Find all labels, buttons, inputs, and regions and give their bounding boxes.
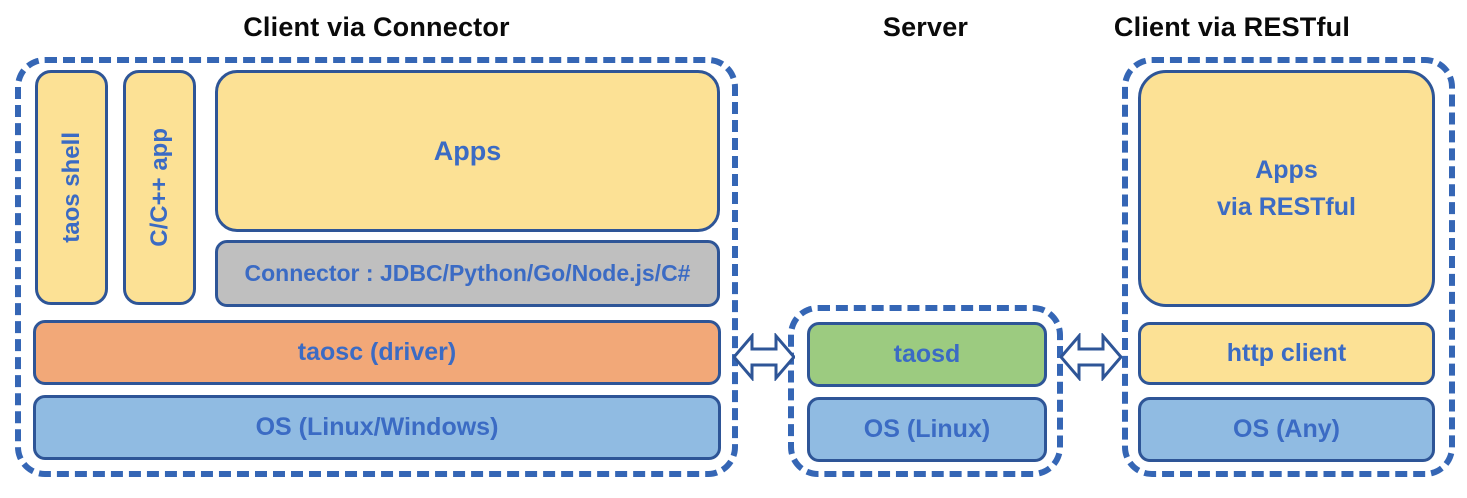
section-title-client-via-restful: Client via RESTful (1113, 11, 1351, 42)
box-cpp-app-label: C/C++ app (145, 128, 173, 247)
box-taos-shell-label: taos shell (57, 132, 85, 243)
box-apps-via-restful: Apps via RESTful (1138, 70, 1435, 307)
box-cpp-app: C/C++ app (123, 70, 196, 305)
section-title-server: Server (882, 11, 969, 42)
double-arrow-icon-client-server (733, 333, 795, 381)
box-os-linux: OS (Linux) (807, 397, 1047, 462)
box-taos-shell: taos shell (35, 70, 108, 305)
section-title-client-via-connector: Client via Connector (243, 11, 510, 42)
box-taosc-driver: taosc (driver) (33, 320, 721, 385)
server-group-border (788, 305, 1063, 477)
box-taosd: taosd (807, 322, 1047, 387)
box-os-any: OS (Any) (1138, 397, 1435, 462)
box-apps: Apps (215, 70, 720, 232)
box-os-linux-windows: OS (Linux/Windows) (33, 395, 721, 460)
box-http-client: http client (1138, 322, 1435, 385)
client-via-restful-group-border (1122, 57, 1455, 477)
double-arrow-icon-server-restful (1060, 333, 1122, 381)
client-via-connector-group-border (15, 57, 738, 477)
box-connector-jdbc-python-go-nodejs-csharp: Connector : JDBC/Python/Go/Node.js/C# (215, 240, 720, 307)
